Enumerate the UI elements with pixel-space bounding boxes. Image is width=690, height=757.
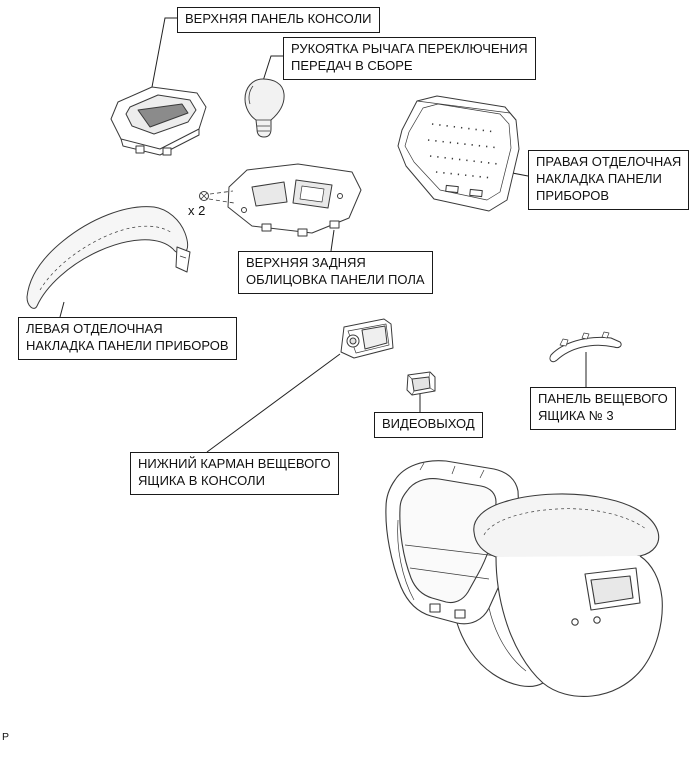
- callout-left-instrument-panel-trim: ЛЕВАЯ ОТДЕЛОЧНАЯ НАКЛАДКА ПАНЕЛИ ПРИБОРО…: [18, 317, 237, 360]
- screw-quantity-note: x 2: [188, 203, 206, 218]
- callout-console-upper-panel: ВЕРХНЯЯ ПАНЕЛЬ КОНСОЛИ: [177, 7, 380, 33]
- floor-trim-drawing: [227, 163, 362, 237]
- box-panel-3-drawing: [549, 331, 622, 363]
- callout-upper-rear-floor-panel-trim: ВЕРХНЯЯ ЗАДНЯЯ ОБЛИЦОВКА ПАНЕЛИ ПОЛА: [238, 251, 433, 294]
- leader-shift-knob: [262, 55, 283, 82]
- leader-lower-pocket: [206, 353, 341, 453]
- leader-lines: [59, 17, 587, 453]
- page-mark: P: [2, 731, 10, 743]
- callout-video-output: ВИДЕОВЫХОД: [374, 412, 483, 438]
- screw-drawing: [199, 190, 235, 204]
- left-trim-drawing: [26, 206, 191, 309]
- leader-console-upper-panel: [151, 17, 177, 88]
- callout-shift-lever-knob: РУКОЯТКА РЫЧАГА ПЕРЕКЛЮЧЕНИЯ ПЕРЕДАЧ В С…: [283, 37, 536, 80]
- leader-left-trim: [59, 301, 65, 318]
- console-upper-panel-drawing: [110, 86, 207, 156]
- callout-glove-box-panel-no-3: ПАНЕЛЬ ВЕЩЕВОГО ЯЩИКА № 3: [530, 387, 676, 430]
- shift-knob-drawing: [244, 78, 285, 138]
- video-output-drawing: [406, 371, 436, 396]
- leader-floor-trim: [330, 229, 335, 252]
- callout-console-box-lower-pocket: НИЖНИЙ КАРМАН ВЕЩЕВОГО ЯЩИКА В КОНСОЛИ: [130, 452, 339, 495]
- callout-right-instrument-panel-trim: ПРАВАЯ ОТДЕЛОЧНАЯ НАКЛАДКА ПАНЕЛИ ПРИБОР…: [528, 150, 690, 210]
- right-trim-drawing: [397, 95, 520, 212]
- console-assembly-drawing: [385, 460, 663, 697]
- lower-pocket-drawing: [340, 318, 394, 359]
